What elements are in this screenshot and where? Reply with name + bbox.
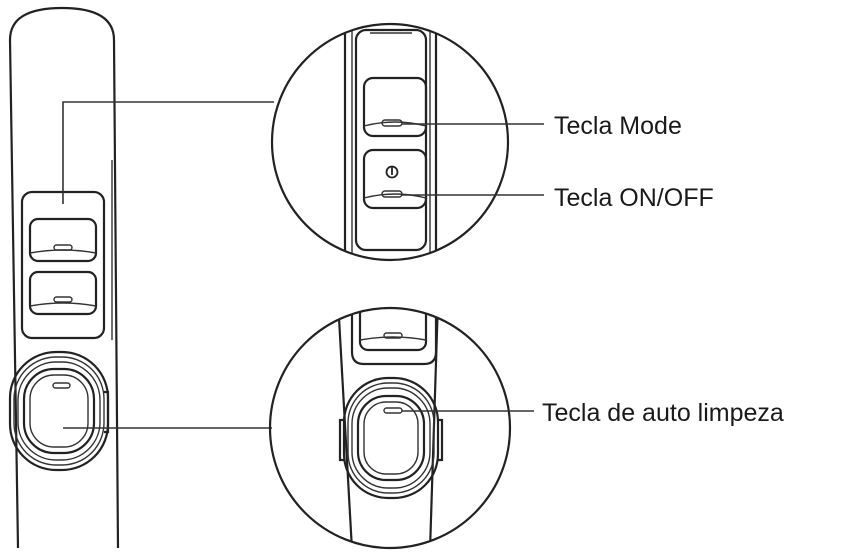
handle-button-panel [20,190,106,340]
handle-self-clean-key[interactable] [8,350,110,472]
handle-leader-lines [62,101,274,429]
bottom-magnifier [268,306,512,550]
power-icon [385,165,399,179]
zoom-self-clean-key[interactable] [338,376,444,500]
self-clean-key-label: Tecla de auto limpeza [542,399,784,427]
handle-mode-key[interactable] [28,217,98,263]
top-magnifier [270,22,510,262]
onoff-key-label: Tecla ON/OFF [554,184,714,212]
mode-key-label: Tecla Mode [554,112,682,140]
handle-body [8,6,120,549]
handle-onoff-key[interactable] [28,270,98,316]
callout-leader-lines [402,123,544,412]
zoom-onoff-key[interactable] [362,148,428,210]
zoom-mode-key[interactable] [362,76,428,138]
